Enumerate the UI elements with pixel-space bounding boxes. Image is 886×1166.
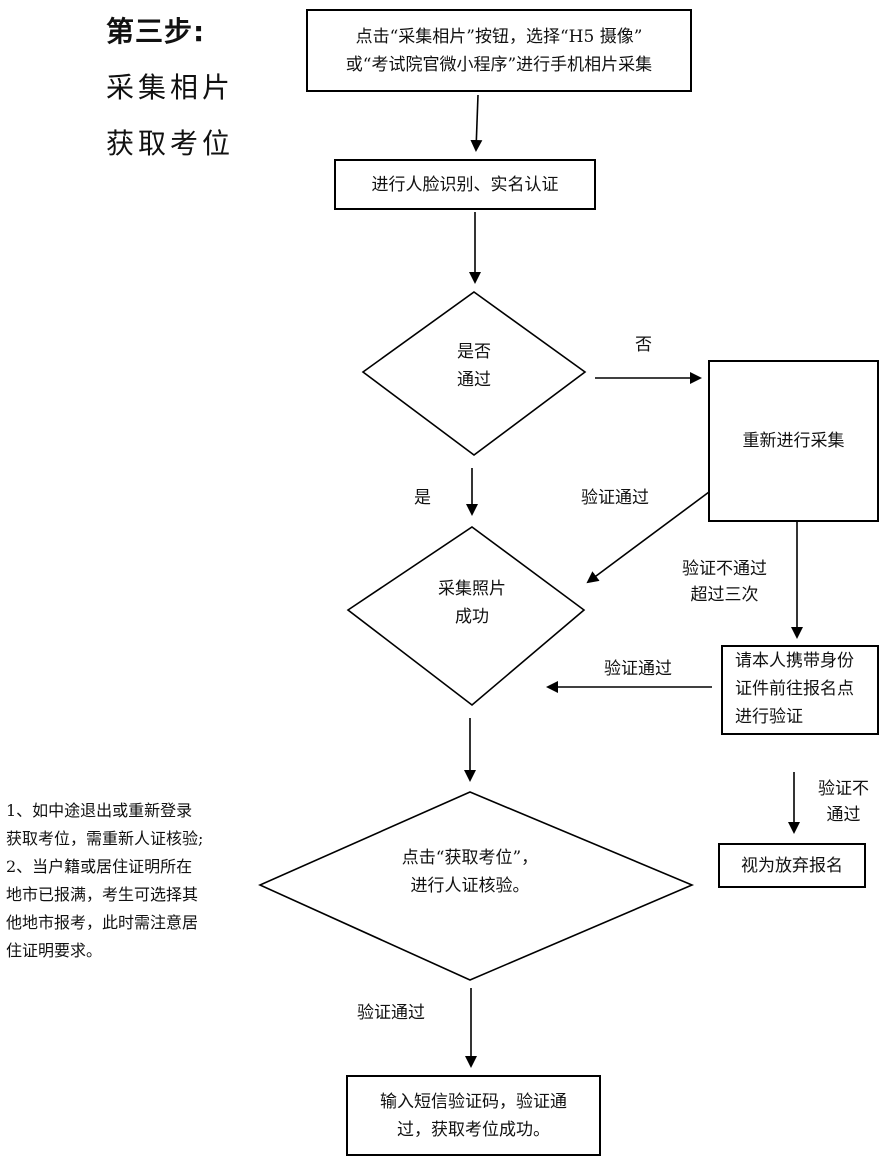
- note-line-3: 2、当户籍或居住证明所在: [6, 857, 193, 876]
- decision-seat-diamond: [258, 791, 695, 981]
- start-line-1: 点击“采集相片”按钮，选择“H5 摄像”: [355, 26, 643, 47]
- pass-check-line-2: 通过: [457, 370, 491, 390]
- edge-label-no: 否: [635, 335, 652, 355]
- step-subtitle-2: 获取考位: [106, 127, 235, 160]
- face-verify-box: 进行人脸识别、实名认证: [334, 159, 596, 210]
- note-line-4: 地市已报满，考生可选择其: [6, 885, 199, 904]
- note-line-5: 他地市报考，此时需注意居: [6, 913, 199, 932]
- edge-label-yes: 是: [414, 488, 431, 508]
- arrow-start-to-face: [470, 94, 483, 152]
- sms-line-1: 输入短信验证码，验证通: [380, 1091, 567, 1112]
- start-line-2: 或“考试院官微小程序”进行手机相片采集: [345, 54, 653, 75]
- give-up-box: 视为放弃报名: [718, 843, 866, 888]
- in-person-line-2: 证件前往报名点: [735, 679, 854, 699]
- edge-label-fail-over3: 验证不通过 超过三次: [682, 556, 767, 608]
- sms-line-2: 过，获取考位成功。: [397, 1119, 550, 1140]
- pass-check-line-1: 是否: [457, 342, 491, 362]
- edge-label-verified-2: 验证通过: [604, 659, 672, 679]
- step-subtitle-1: 采集相片: [106, 71, 235, 104]
- step-title: 第三步:: [106, 15, 206, 48]
- side-notes: 1、如中途退出或重新登录 获取考位，需重新人证核验; 2、当户籍或居住证明所在 …: [6, 797, 203, 965]
- fail-line-1: 验证不: [818, 779, 869, 799]
- face-verify-text: 进行人脸识别、实名认证: [371, 174, 559, 195]
- note-line-6: 住证明要求。: [6, 941, 103, 960]
- start-box: 点击“采集相片”按钮，选择“H5 摄像” 或“考试院官微小程序”进行手机相片采集: [306, 9, 692, 92]
- arrow-retry-to-photo: [586, 491, 710, 584]
- decision-photo-diamond: [346, 526, 586, 707]
- note-line-2: 获取考位，需重新人证核验;: [6, 829, 204, 848]
- edge-label-verified-3: 验证通过: [357, 1003, 425, 1023]
- get-seat-line-1: 点击“获取考位”，: [401, 848, 539, 868]
- decision-pass-diamond: [361, 291, 587, 456]
- photo-ok-line-2: 成功: [455, 607, 489, 627]
- fail-over3-line-2: 超过三次: [690, 585, 759, 605]
- get-seat-line-2: 进行人证核验。: [410, 876, 530, 896]
- photo-ok-line-1: 采集照片: [438, 579, 506, 599]
- edge-label-verified-1: 验证通过: [581, 488, 649, 508]
- fail-over3-line-1: 验证不通过: [682, 559, 767, 579]
- note-line-1: 1、如中途退出或重新登录: [6, 801, 193, 820]
- retry-box: 重新进行采集: [708, 360, 879, 522]
- photo-ok-text: 采集照片 成功: [412, 575, 532, 631]
- in-person-line-3: 进行验证: [735, 707, 803, 727]
- fail-line-2: 通过: [826, 805, 861, 825]
- pass-check-text: 是否 通过: [424, 338, 524, 394]
- edge-label-fail: 验证不 通过: [818, 776, 869, 828]
- retry-text: 重新进行采集: [742, 431, 845, 451]
- give-up-text: 视为放弃报名: [741, 855, 843, 876]
- get-seat-text: 点击“获取考位”， 进行人证核验。: [370, 844, 570, 900]
- sms-box: 输入短信验证码，验证通 过，获取考位成功。: [346, 1075, 601, 1156]
- in-person-box: 请本人携带身份 证件前往报名点 进行验证: [721, 645, 879, 735]
- in-person-line-1: 请本人携带身份: [735, 651, 854, 671]
